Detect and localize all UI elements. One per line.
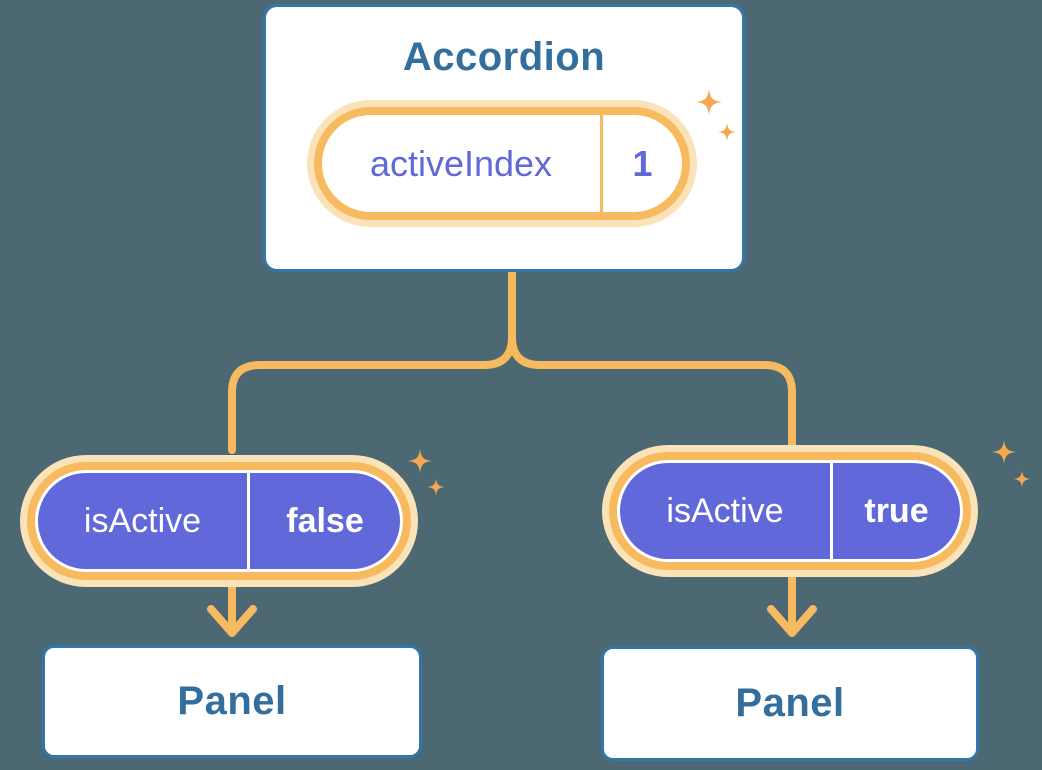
state-pill-value: 1 bbox=[632, 142, 653, 184]
state-pill: activeIndex 1 bbox=[314, 107, 690, 220]
arrow-down-right-icon bbox=[767, 572, 817, 637]
connector-branch-right bbox=[508, 269, 796, 454]
panel-card-right: Panel bbox=[601, 646, 979, 761]
sparkle-icon bbox=[1013, 470, 1031, 488]
connector-branch-left bbox=[228, 269, 516, 454]
panel-card-left: Panel bbox=[42, 645, 422, 758]
prop-pill-left-value: false bbox=[286, 501, 364, 540]
panel-title-right: Panel bbox=[735, 681, 845, 725]
sparkle-icon bbox=[427, 478, 445, 496]
prop-pill-left-divider bbox=[247, 473, 250, 569]
panel-title-left: Panel bbox=[177, 679, 287, 723]
prop-pill-right-label: isActive bbox=[666, 491, 784, 530]
arrow-down-left-icon bbox=[207, 580, 257, 637]
state-pill-label: activeIndex bbox=[369, 142, 553, 184]
prop-pill-right: isActive true bbox=[609, 452, 971, 570]
prop-pill-right-divider bbox=[830, 463, 833, 559]
state-pill-divider bbox=[600, 115, 603, 212]
prop-pill-right-value: true bbox=[864, 491, 929, 530]
prop-pill-left-label: isActive bbox=[83, 501, 202, 540]
prop-pill-left: isActive false bbox=[27, 462, 411, 580]
sparkle-icon bbox=[992, 440, 1016, 464]
accordion-title: Accordion bbox=[402, 35, 606, 79]
sparkle-icon bbox=[408, 449, 432, 473]
